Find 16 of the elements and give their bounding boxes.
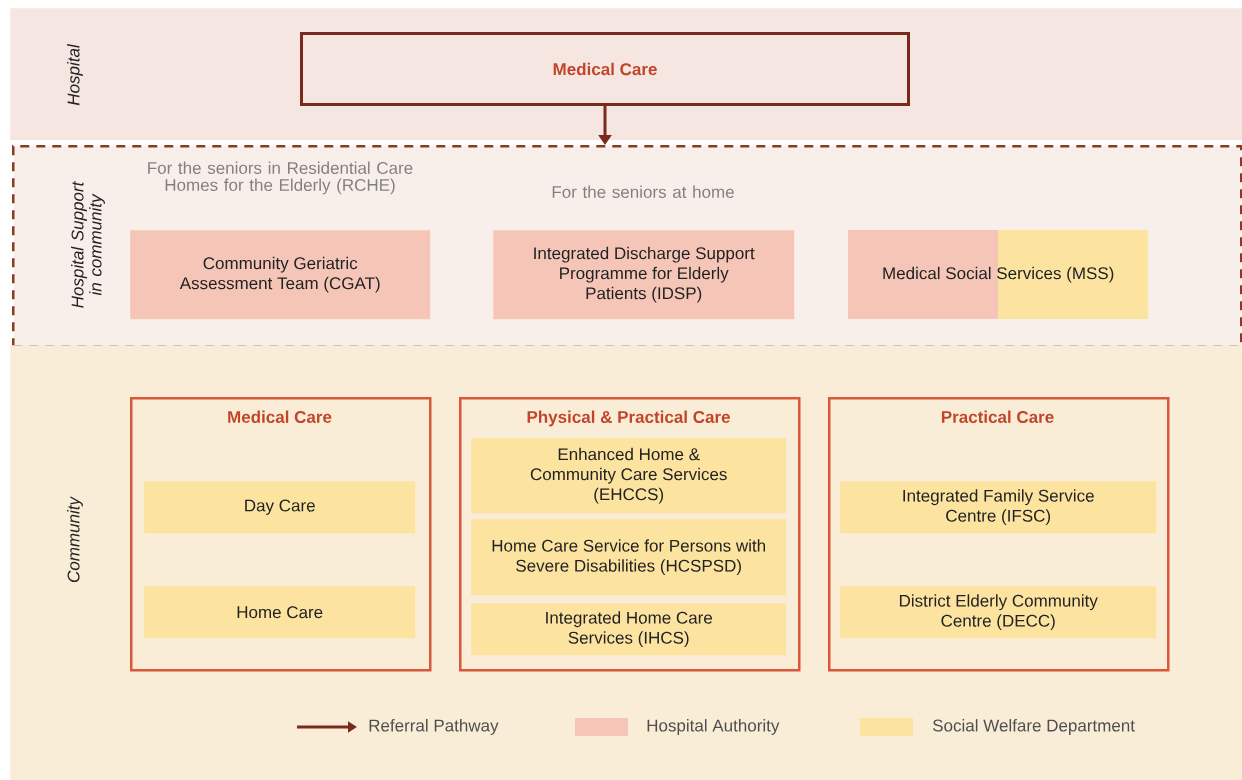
legend-label: Hospital Authority bbox=[647, 719, 780, 735]
service-box: Home Care Service for Persons with Severe Disabilities (HCSPSD) bbox=[471, 519, 787, 596]
process-box: Medical Care bbox=[300, 32, 910, 106]
legend-label: Referral Pathway bbox=[369, 719, 499, 735]
subheading: For the seniors in Residential Care Homes for the Elderly (RCHE) bbox=[148, 161, 413, 195]
service-box: District Elderly Community Centre (DECC) bbox=[840, 586, 1157, 639]
service-box: Community Geriatric Assessment Team (CGAT) bbox=[130, 230, 431, 320]
legend-label: Social Welfare Department bbox=[933, 719, 1135, 735]
service-box: Day Care bbox=[144, 481, 416, 534]
service-box: Integrated Family Service Centre (IFSC) bbox=[840, 481, 1157, 534]
subheading: For the seniors at home bbox=[552, 185, 734, 198]
service-box: Home Care bbox=[144, 586, 416, 639]
service-box: Enhanced Home & Community Care Services (EHCCS) bbox=[471, 438, 787, 514]
service-box: Medical Social Services (MSS) bbox=[848, 230, 1148, 319]
service-box: Integrated Discharge Support Programme for Elderly Patients (IDSP) bbox=[493, 230, 795, 320]
service-box: Integrated Home Care Services (IHCS) bbox=[471, 603, 787, 656]
